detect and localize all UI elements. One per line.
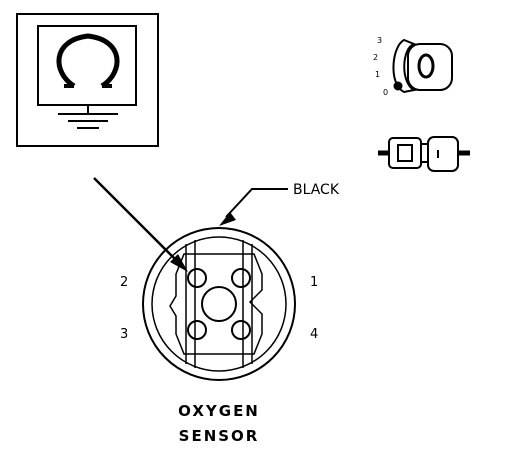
key-position-1: 1 bbox=[375, 70, 380, 79]
pin-3 bbox=[187, 320, 207, 340]
wire-color-label: BLACK bbox=[293, 182, 340, 198]
key-position-0: 0 bbox=[383, 88, 388, 97]
pin-number-1: 1 bbox=[310, 275, 318, 290]
ignition-key-icon bbox=[392, 38, 453, 94]
pin-4 bbox=[231, 320, 251, 340]
sensor-connector-face bbox=[142, 227, 296, 381]
pointer-arrow bbox=[93, 177, 188, 272]
connector-plug-icon bbox=[378, 136, 470, 172]
pin-number-3: 3 bbox=[120, 327, 128, 342]
wire-color-leader bbox=[219, 188, 288, 226]
sensor-title-line1: OXYGEN bbox=[178, 402, 260, 420]
pin-number-2: 2 bbox=[120, 275, 128, 290]
key-position-3: 3 bbox=[377, 36, 382, 45]
ground-symbol-icon bbox=[16, 13, 159, 147]
pin-2 bbox=[187, 268, 207, 288]
sensor-title-line2: SENSOR bbox=[179, 427, 260, 445]
center-key-hole bbox=[201, 286, 237, 322]
pin-1 bbox=[231, 268, 251, 288]
key-position-2: 2 bbox=[373, 53, 378, 62]
pin-number-4: 4 bbox=[310, 327, 318, 342]
